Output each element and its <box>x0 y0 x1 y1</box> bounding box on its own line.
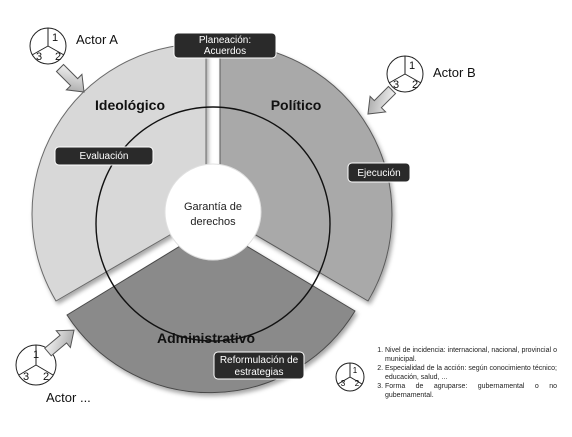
legend-num2: 2 <box>355 379 360 388</box>
actor-b-num2: 2 <box>412 79 418 91</box>
sector-administrativo <box>66 225 356 394</box>
legend-num3: 3 <box>341 379 346 388</box>
note-3: Forma de agruparse: gubernamental o no g… <box>385 383 557 400</box>
stage-box-reformulacion: Reformulación de estrategias <box>213 351 305 380</box>
actor-b-label: Actor B <box>433 65 476 80</box>
stage-box-evaluacion: Evaluación <box>54 146 154 166</box>
actor-b-arrow <box>367 85 397 115</box>
label-ideologico: Ideológico <box>95 97 165 113</box>
stage-ejecucion-text: Ejecución <box>357 168 400 179</box>
sector-ideologico <box>31 43 207 302</box>
actor-c-num2: 2 <box>43 371 49 383</box>
note-2: Especialidad de la acción: según conocim… <box>385 365 557 382</box>
actor-b-num3: 3 <box>393 79 399 91</box>
legend-notes: Nivel de incidencia: internacional, naci… <box>373 347 557 402</box>
stage-reformulacion-line1: Reformulación de <box>220 355 299 366</box>
stage-reformulacion-line2: estrategias <box>235 367 284 378</box>
stage-planeacion-line2: Acuerdos <box>204 46 246 57</box>
stage-evaluacion-text: Evaluación <box>80 151 129 162</box>
actor-a-label: Actor A <box>76 32 118 47</box>
actor-a-arrow <box>55 63 85 93</box>
stage-box-planeacion: Planeación: Acuerdos <box>173 32 277 59</box>
stage-planeacion-line1: Planeación: <box>199 35 251 46</box>
actor-c-circle: 1 3 2 <box>15 344 57 386</box>
label-administrativo: Administrativo <box>157 330 255 346</box>
center-disc <box>164 163 262 261</box>
actor-b-circle: 1 3 2 <box>386 55 424 93</box>
actor-a-num1: 1 <box>52 32 58 44</box>
center-text-line2: derechos <box>190 216 236 228</box>
note-1: Nivel de incidencia: internacional, naci… <box>385 347 557 364</box>
cycle-ring <box>95 106 331 342</box>
center-text-line1: Garantía de <box>184 201 242 213</box>
actor-c-arrow <box>44 329 75 357</box>
legend-circle: 1 3 2 <box>335 362 365 392</box>
actor-c-num1: 1 <box>33 349 39 361</box>
actor-a-circle: 1 3 2 <box>29 27 67 65</box>
actor-b-num1: 1 <box>409 60 415 72</box>
actor-a-num3: 3 <box>36 51 42 63</box>
actor-a-num2: 2 <box>55 51 61 63</box>
label-politico: Político <box>271 97 322 113</box>
legend-num1: 1 <box>353 366 358 375</box>
actor-c-num3: 3 <box>23 371 29 383</box>
actor-c-label: Actor ... <box>46 390 91 405</box>
stage-box-ejecucion: Ejecución <box>347 162 411 183</box>
